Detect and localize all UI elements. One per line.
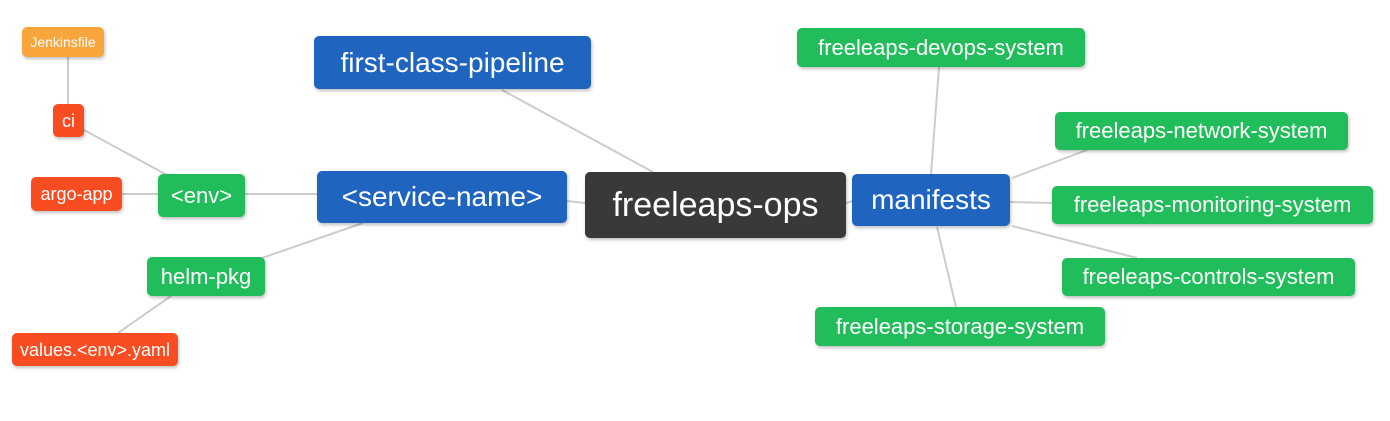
node-argo-app[interactable]: argo-app <box>31 177 122 211</box>
node-freeleaps-controls-system[interactable]: freeleaps-controls-system <box>1062 258 1355 296</box>
edge-service-name-to-helm-pkg <box>261 222 364 259</box>
node-jenkinsfile[interactable]: Jenkinsfile <box>22 27 104 57</box>
edge-first-class-pipeline-to-freeleaps-ops <box>501 89 654 173</box>
edge-manifests-to-freeleaps-devops-system <box>930 66 940 175</box>
node-ci[interactable]: ci <box>53 104 84 137</box>
edge-helm-pkg-to-values-env-yaml <box>117 295 172 334</box>
node-freeleaps-ops[interactable]: freeleaps-ops <box>585 172 846 238</box>
edge-manifests-to-freeleaps-network-system <box>1011 149 1088 179</box>
edge-service-name-to-freeleaps-ops <box>566 200 586 204</box>
node-values-env-yaml[interactable]: values.<env>.yaml <box>12 333 178 366</box>
node-freeleaps-monitoring-system[interactable]: freeleaps-monitoring-system <box>1052 186 1373 224</box>
node-manifests[interactable]: manifests <box>852 174 1010 226</box>
edge-ci-to-env <box>83 129 168 176</box>
edge-freeleaps-ops-to-manifests <box>845 200 854 204</box>
node-first-class-pipeline[interactable]: first-class-pipeline <box>314 36 591 89</box>
edge-manifests-to-freeleaps-controls-system <box>1011 225 1138 259</box>
edge-manifests-to-freeleaps-storage-system <box>936 226 957 308</box>
node-freeleaps-network-system[interactable]: freeleaps-network-system <box>1055 112 1348 150</box>
node-env[interactable]: <env> <box>158 174 245 217</box>
node-helm-pkg[interactable]: helm-pkg <box>147 257 265 296</box>
node-service-name[interactable]: <service-name> <box>317 171 567 223</box>
node-freeleaps-storage-system[interactable]: freeleaps-storage-system <box>815 307 1105 346</box>
node-freeleaps-devops-system[interactable]: freeleaps-devops-system <box>797 28 1085 67</box>
edge-manifests-to-freeleaps-monitoring-system <box>1009 201 1053 204</box>
